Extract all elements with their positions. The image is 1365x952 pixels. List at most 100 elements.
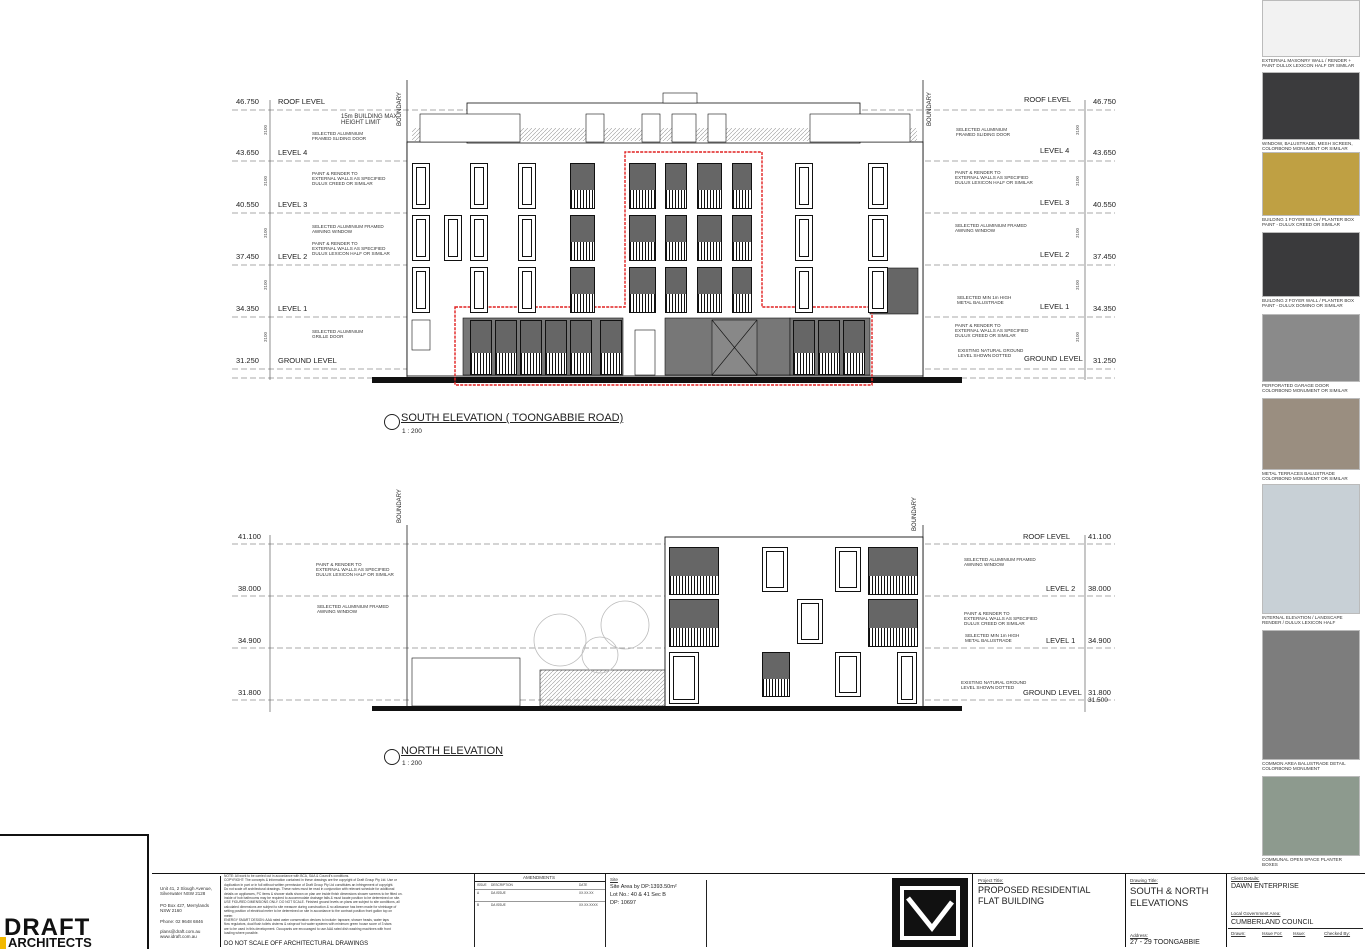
logo-architects: ARCHITECTS (8, 935, 92, 950)
window-pane (799, 271, 809, 309)
north-level-rl-right: 34.900 (1088, 636, 1111, 645)
meta-label: Issue For: (1262, 931, 1283, 936)
south-window (444, 215, 462, 261)
finish-caption: COMMON AREA BALUSTRADE DETAIL COLORBOND … (1262, 761, 1346, 771)
south-dim-right: 3100 (1075, 227, 1080, 238)
south-window (795, 215, 813, 261)
south-level-rl-left: 46.750 (236, 97, 259, 106)
finish-swatch (1262, 630, 1360, 760)
north-rl-extra: 31.500 (1088, 697, 1108, 704)
window-pane (448, 219, 458, 257)
window-pane (872, 271, 884, 309)
south-window (732, 215, 752, 261)
amend-col-head: ISSUE (477, 883, 487, 887)
amend-rule (475, 881, 605, 882)
council-heading: Local Government Area: (1231, 911, 1281, 916)
window-pane (801, 603, 819, 640)
balustrade (698, 190, 721, 208)
south-level-name-left: GROUND LEVEL (278, 356, 337, 365)
amend-cell: DA ISSUE (491, 891, 506, 895)
address-value: 27 - 29 TOONGABBIE (1130, 939, 1200, 946)
drawing-title: SOUTH & NORTH ELEVATIONS (1130, 886, 1209, 909)
north-window (835, 652, 861, 697)
south-note-r-balustrade: SELECTED MIN 1m HIGH METAL BALUSTRADE (957, 295, 1012, 306)
finish-caption: WINDOW, BALUSTRADE, MESH SCREEN, COLORBO… (1262, 141, 1353, 151)
finish-caption: INTERNAL ELEVATION / LANDSCAPE RENDER / … (1262, 615, 1343, 625)
north-elevation-scale: 1 : 200 (402, 760, 422, 767)
balustrade (521, 352, 541, 374)
project-divider (972, 874, 973, 947)
south-level-name-right: LEVEL 2 (1040, 250, 1070, 259)
finish-swatch (1262, 72, 1360, 140)
south-title-marker (384, 414, 400, 430)
north-title-marker (384, 749, 400, 765)
south-window (795, 267, 813, 313)
south-dim-right: 3100 (1075, 331, 1080, 342)
north-level-rl-left: 41.100 (238, 532, 261, 541)
north-level-rl-right: 41.100 (1088, 532, 1111, 541)
window-pane (799, 219, 809, 257)
north-window (897, 652, 917, 704)
south-window (470, 267, 488, 313)
south-window (665, 163, 687, 209)
south-note-render-creed: PAINT & RENDER TO EXTERNAL WALLS AS SPEC… (312, 171, 386, 187)
meta-label: Checked By: (1324, 931, 1351, 936)
amendments-title: AMENDMENTS (523, 875, 556, 880)
south-level-rl-right: 34.350 (1093, 304, 1116, 313)
council-name: CUMBERLAND COUNCIL (1231, 919, 1314, 926)
south-window (868, 215, 888, 261)
south-ground-window (545, 320, 567, 375)
north-window (835, 547, 861, 592)
lot-number: Lot No.: 40 & 41 Sec B (610, 892, 666, 898)
south-level-name-left: LEVEL 4 (278, 148, 308, 157)
south-window (412, 163, 430, 209)
amend-col-head: DESCRIPTION (491, 883, 513, 887)
finish-caption: COMMUNAL OPEN SPACE PLANTER BOXES (1262, 857, 1342, 867)
south-window (412, 267, 430, 313)
finish-swatch (1262, 0, 1360, 57)
north-window (669, 599, 719, 647)
south-note-awning-window: SELECTED ALUMINIUM FRAMED AWNING WINDOW (312, 224, 384, 235)
south-level-rl-right: 40.550 (1093, 200, 1116, 209)
south-level-name-left: LEVEL 3 (278, 200, 308, 209)
drawing-divider (1125, 874, 1126, 947)
balustrade (496, 352, 516, 374)
south-window (518, 215, 536, 261)
client-name: DAWN ENTERPRISE (1231, 883, 1299, 890)
south-window (518, 267, 536, 313)
meta-label: Drawn: (1231, 931, 1246, 936)
office-address: Unit 41, 2 Slough Avenue, Silverwater NS… (160, 886, 212, 896)
south-window (570, 163, 595, 209)
balustrade (670, 575, 718, 594)
window-pane (901, 656, 913, 700)
do-not-scale: DO NOT SCALE OFF ARCHITECTURAL DRAWINGS (224, 941, 369, 947)
south-ground-window (818, 320, 840, 375)
south-window (518, 163, 536, 209)
balustrade (630, 242, 655, 260)
window-pane (766, 551, 784, 588)
finish-swatch (1262, 232, 1360, 297)
south-window (795, 163, 813, 209)
south-elevation-title: SOUTH ELEVATION ( TOONGABBIE ROAD) (401, 412, 624, 424)
north-level-rl-left: 38.000 (238, 584, 261, 593)
south-window (570, 267, 595, 313)
finish-swatch (1262, 152, 1360, 216)
south-dim-left: 3100 (263, 227, 268, 238)
south-level-rl-left: 31.250 (236, 356, 259, 365)
south-level-name-right: LEVEL 1 (1040, 302, 1070, 311)
finish-caption: BUILDING 2 FOYER WALL / PLANTER BOX PAIN… (1262, 298, 1355, 308)
north-level-rl-right: 38.000 (1088, 584, 1111, 593)
balustrade (733, 242, 751, 260)
south-dim-right: 3100 (1075, 124, 1080, 135)
dp-number: DP: 10697 (610, 900, 636, 906)
north-level-name-right: ROOF LEVEL (1023, 532, 1071, 541)
amend-cell: XX.XX.XX (579, 891, 594, 895)
balustrade (670, 627, 718, 646)
balustrade (869, 627, 917, 646)
north-note-r-render-creed: PAINT & RENDER TO EXTERNAL WALLS AS SPEC… (964, 611, 1038, 627)
amend-row-rule (475, 901, 605, 902)
south-level-name-left: LEVEL 2 (278, 252, 308, 261)
window-pane (839, 551, 857, 588)
amend-cell: B (477, 903, 480, 907)
south-window (665, 267, 687, 313)
